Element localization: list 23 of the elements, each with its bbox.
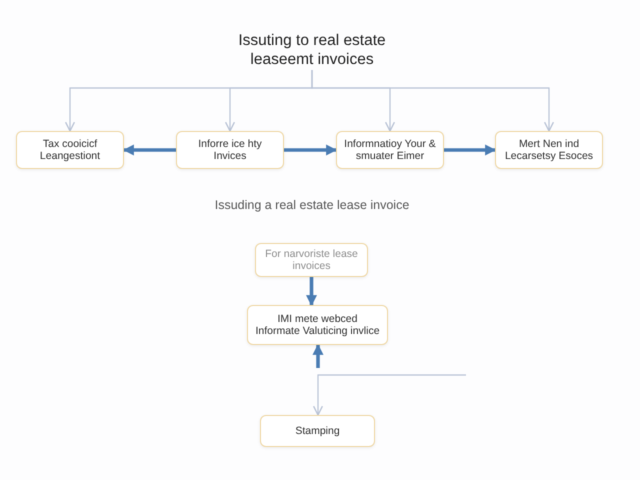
box-label: Informnatioy Your & smuater Eimer <box>343 138 437 162</box>
process-box <box>255 243 368 277</box>
connector-arrow <box>444 144 496 156</box>
process-box <box>260 415 375 447</box>
box-label: Mert Nen ind Lecarsetsy Esoces <box>504 138 594 162</box>
process-box <box>16 131 124 169</box>
process-box <box>495 131 603 169</box>
connector-arrow <box>306 277 317 306</box>
process-box <box>247 305 388 345</box>
box-label: Tax cooicicf Leangestiont <box>38 138 102 162</box>
process-box <box>336 131 444 169</box>
box-label: Inforre ice hty Invices <box>197 138 263 162</box>
box-label: IMI mete webced Informate Valuticing invlice <box>254 313 381 337</box>
connector-arrow <box>122 144 176 156</box>
box-label: Stamping <box>295 425 340 437</box>
box-label: For narvoriste lease invoices <box>264 248 359 272</box>
connector-arrow <box>311 70 554 132</box>
process-box <box>176 131 284 169</box>
connector-arrow <box>312 374 466 416</box>
connector-arrow <box>284 144 338 156</box>
connector-arrow <box>312 344 324 368</box>
heading-text: Issuting to real estate leaseemt invoices <box>207 30 417 70</box>
section-heading: Issuding a real estate lease invoice <box>214 198 410 213</box>
